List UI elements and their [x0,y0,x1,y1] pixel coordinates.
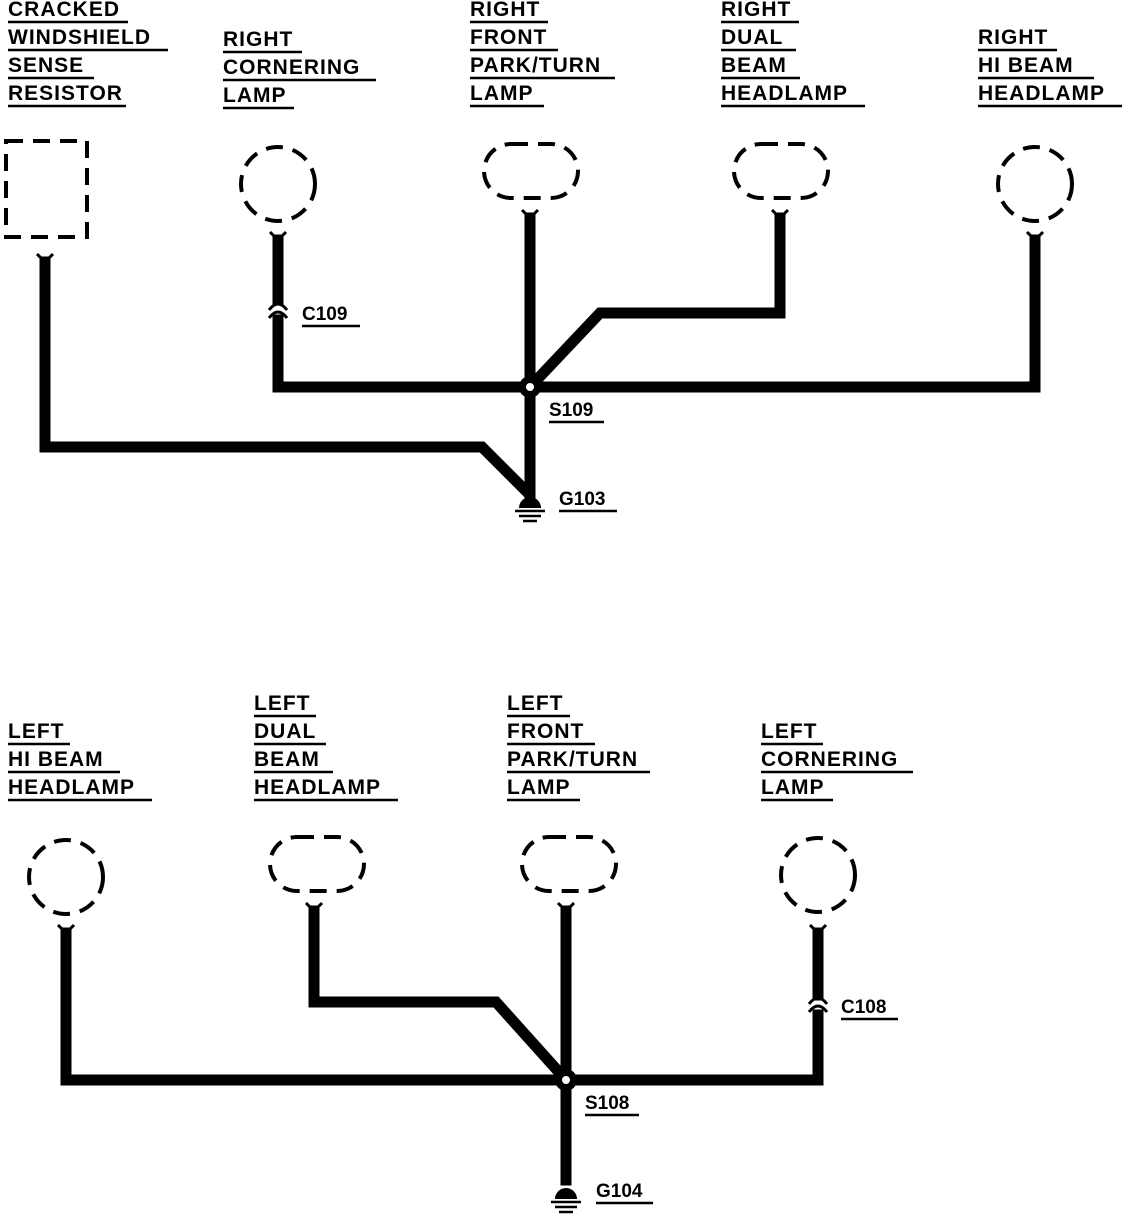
label-cracked-windshield-sense-resistor: CRACKED WINDSHIELD SENSE RESISTOR [8,0,168,108]
label-line: LEFT [8,720,65,743]
splice-label: S109 [549,400,593,421]
connector-label: C108 [841,997,886,1018]
label-line: HI BEAM [8,748,104,771]
label-right-front-park-turn-lamp: RIGHT FRONT PARK/TURN LAMP [470,0,615,108]
wires-top [39,212,1041,501]
label-line: CORNERING [761,748,898,771]
label-line: LAMP [507,776,571,799]
label-right-hi-beam-headlamp: RIGHT HI BEAM HEADLAMP [978,26,1122,108]
label-line: RIGHT [470,0,540,21]
left-dual-beam-headlamp-symbol [268,835,366,893]
splice-s108: S108 [555,1069,639,1117]
label-line: FRONT [507,720,584,743]
left-cornering-lamp-symbol [779,836,857,914]
label-line: DUAL [254,720,316,743]
label-line: HI BEAM [978,54,1074,77]
connector-c109: C109 [267,302,360,328]
label-line: LAMP [470,82,534,105]
label-line: RIGHT [223,28,293,51]
left-park-turn-lamp-symbol [520,835,618,893]
terminal-pins-top [35,208,1045,265]
connector-c108: C108 [807,996,898,1021]
ground-g103: G103 [515,489,617,523]
label-line: RESISTOR [8,82,123,105]
terminal-pins-bottom [56,901,828,936]
label-line: HEADLAMP [8,776,135,799]
label-line: WINDSHIELD [8,26,151,49]
label-line: HEADLAMP [721,82,848,105]
label-line: RIGHT [721,0,791,21]
label-line: HEADLAMP [254,776,381,799]
left-hi-beam-headlamp-symbol [27,838,105,916]
label-line: FRONT [470,26,547,49]
label-line: HEADLAMP [978,82,1105,105]
right-dual-beam-headlamp-symbol [732,142,830,200]
label-right-dual-beam-headlamp: RIGHT DUAL BEAM HEADLAMP [721,0,865,108]
label-line: CORNERING [223,56,360,79]
label-line: LAMP [223,84,287,107]
label-line: RIGHT [978,26,1048,49]
right-park-turn-lamp-symbol [482,142,580,200]
label-line: LEFT [254,692,311,715]
label-line: BEAM [721,54,787,77]
label-line: SENSE [8,54,84,77]
label-line: PARK/TURN [507,748,638,771]
resistor-symbol [4,139,89,239]
label-line: PARK/TURN [470,54,601,77]
splice-label: S108 [585,1093,629,1114]
label-line: LAMP [761,776,825,799]
label-left-hi-beam-headlamp: LEFT HI BEAM HEADLAMP [8,720,152,802]
label-line: DUAL [721,26,783,49]
wires-bottom [60,905,824,1186]
label-line: LEFT [507,692,564,715]
ground-label: G103 [559,489,605,510]
connector-label: C109 [302,304,347,325]
label-left-front-park-turn-lamp: LEFT FRONT PARK/TURN LAMP [507,692,650,802]
label-line: LEFT [761,720,818,743]
ground-label: G104 [596,1181,643,1202]
label-right-cornering-lamp: RIGHT CORNERING LAMP [223,28,376,110]
right-cornering-lamp-symbol [239,145,317,223]
ground-g104: G104 [551,1181,653,1214]
label-line: CRACKED [8,0,120,21]
splice-s109: S109 [519,376,604,424]
right-hi-beam-headlamp-symbol [996,145,1074,223]
label-left-dual-beam-headlamp: LEFT DUAL BEAM HEADLAMP [254,692,398,802]
label-left-cornering-lamp: LEFT CORNERING LAMP [761,720,913,802]
label-line: BEAM [254,748,320,771]
